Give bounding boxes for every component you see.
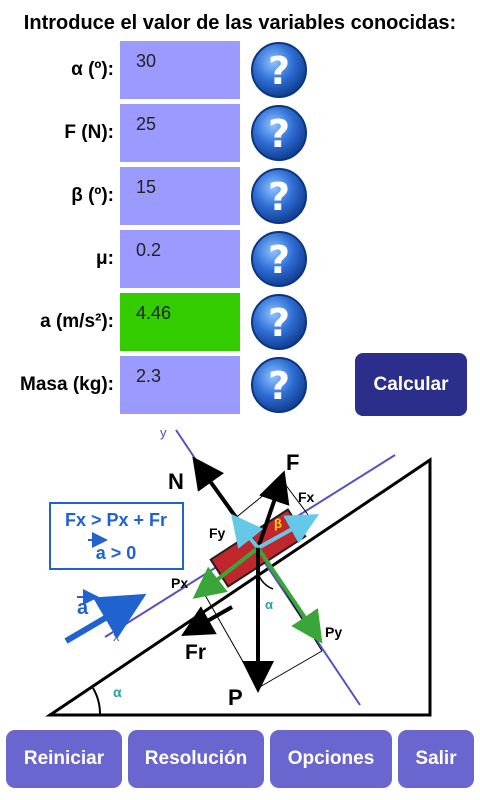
x-axis-label: x [113,629,120,644]
weight-label: P [228,685,243,710]
mu-label: μ: [96,248,114,269]
fy-label: Fy [209,525,226,541]
acceleration-row: a (m/s²): 4.46 ? [0,293,480,351]
base-angle-arc [92,687,102,716]
page-title: Introduce el valor de las variables cono… [23,12,457,34]
beta-label: β (º): [71,185,114,206]
formula-line-1: Fx > Px + Fr [65,510,167,530]
mu-row: μ: 0.2 ? [0,230,480,288]
mass-label: Masa (kg): [20,374,114,395]
help-icon[interactable]: ? [249,356,309,414]
acceleration-arrow [64,593,147,644]
acceleration-input[interactable]: 4.46 [120,293,240,351]
alpha-angle-arc [257,572,274,590]
fx-label: Fx [298,489,315,505]
help-icon[interactable]: ? [249,293,309,351]
beta-row: β (º): 15 ? [0,167,480,225]
formula-box [49,502,184,570]
help-icon[interactable]: ? [249,230,309,288]
fy-arrow [231,513,264,550]
force-label: F (N): [64,122,114,143]
friction-arrow [181,605,233,636]
formula-line-2: a > 0 [96,543,137,563]
mass-row: Masa (kg): 2.3 ? [0,356,480,414]
svg-text:?: ? [268,301,290,345]
help-icon[interactable]: ? [249,104,309,162]
acceleration-vector-label: a [77,597,89,619]
y-axis-label: y [160,425,167,440]
alpha-angle-label-2: α [265,597,273,612]
svg-text:?: ? [268,49,290,93]
py-label: Py [325,624,342,640]
helper-line [257,650,323,689]
help-icon[interactable]: ? [249,41,309,99]
force-input[interactable]: 25 [120,104,240,162]
alpha-row: α (º): 30 ? [0,41,480,99]
px-label: Px [171,575,188,591]
alpha-input[interactable]: 30 [120,41,240,99]
friction-label: Fr [185,641,206,664]
help-icon[interactable]: ? [249,167,309,225]
svg-text:?: ? [268,175,290,219]
mass-input[interactable]: 2.3 [120,356,240,414]
reset-button[interactable]: Reiniciar [6,730,122,788]
alpha-angle-label: α [113,684,122,700]
alpha-label: α (º): [71,59,114,80]
svg-text:?: ? [268,112,290,156]
incline [45,457,432,717]
px-arrow [192,546,260,599]
exit-button[interactable]: Salir [398,730,474,788]
applied-force-label: F [286,450,299,475]
beta-input[interactable]: 15 [120,167,240,225]
solution-button[interactable]: Resolución [128,730,264,788]
options-button[interactable]: Opciones [270,730,392,788]
svg-text:?: ? [268,364,290,408]
beta-angle-label: β [274,516,282,531]
fx-arrow [257,514,319,550]
normal-force-label: N [168,469,184,494]
mu-input[interactable]: 0.2 [120,230,240,288]
force-row: F (N): 25 ? [0,104,480,162]
svg-text:?: ? [268,238,290,282]
acceleration-label: a (m/s²): [40,311,114,332]
py-arrow [256,546,323,644]
force-diagram: α x y Fx > Px + Fr a > 0 a N F Fx Fy β P… [45,425,432,717]
calculate-button[interactable]: Calcular [355,353,467,416]
